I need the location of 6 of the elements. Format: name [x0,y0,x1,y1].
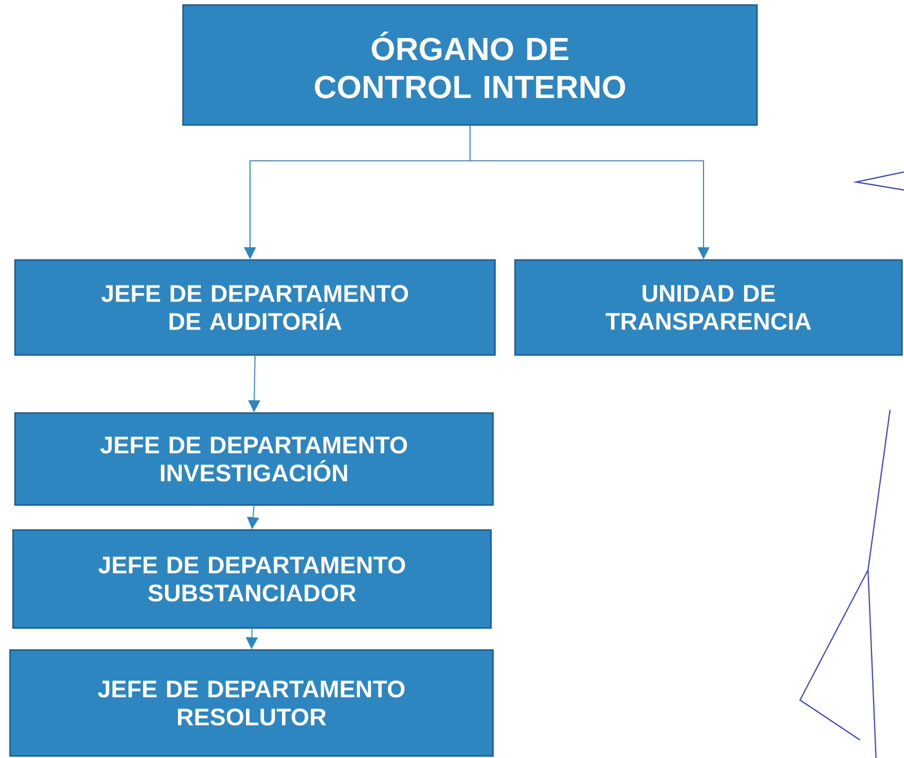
org-box: UNIDAD DE TRANSPARENCIA [514,259,903,356]
org-box: JEFE DE DEPARTAMENTO SUBSTANCIADOR [12,529,492,629]
org-box: JEFE DE DEPARTAMENTO RESOLUTOR [9,649,494,757]
org-box: JEFE DE DEPARTAMENTO DE AUDITORÍA [14,259,496,356]
org-box: ÓRGANO DE CONTROL INTERNO [182,4,758,126]
org-box: JEFE DE DEPARTAMENTO INVESTIGACIÓN [14,412,494,506]
